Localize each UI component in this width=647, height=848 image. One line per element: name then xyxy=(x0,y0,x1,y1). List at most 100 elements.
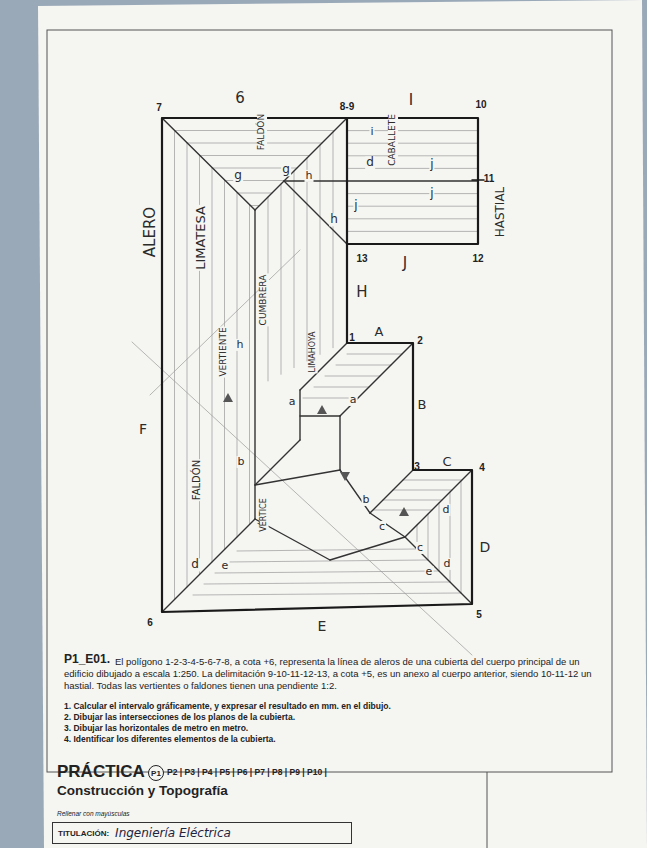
contour-line xyxy=(461,481,462,593)
slope-symbol xyxy=(223,393,233,402)
roof-annotation: d xyxy=(443,558,452,570)
contour-line xyxy=(212,168,213,562)
sheet-title: PRÁCTICA xyxy=(57,763,145,782)
roof-intersection xyxy=(330,537,405,560)
eave-outline xyxy=(347,118,478,244)
contour-line xyxy=(187,143,188,587)
slope-symbol xyxy=(399,507,409,516)
contour-line xyxy=(347,354,402,355)
sheet-text: Rellenar con mayúsculas xyxy=(57,810,130,817)
contour-line xyxy=(307,158,308,361)
contour-line xyxy=(325,376,380,377)
contour-line xyxy=(383,500,442,501)
roof-annotation: VERTIENTE xyxy=(219,326,229,377)
sheet-text: Construcción y Topografía xyxy=(57,784,228,799)
roof-annotation: HASTIAL xyxy=(494,186,507,239)
roof-annotation: h xyxy=(329,213,339,226)
roof-annotation: j xyxy=(429,158,434,171)
contour-line xyxy=(150,250,300,395)
roof-intersection xyxy=(370,470,413,513)
roof-annotation: h xyxy=(236,339,245,351)
vertex-number: 10 xyxy=(475,99,486,110)
vertex-number: 1 xyxy=(349,332,355,343)
vertex-number: 3 xyxy=(414,461,420,472)
roof-annotation: c xyxy=(378,521,386,533)
frame-divider xyxy=(487,772,488,848)
contour-line xyxy=(187,143,322,144)
roof-intersection xyxy=(340,470,370,513)
slope-symbol xyxy=(223,393,409,516)
paper-sheet xyxy=(38,0,647,848)
roof-annotation: FALDÓN xyxy=(191,459,202,501)
practice-marker: P1 xyxy=(148,765,164,781)
contour-line xyxy=(428,514,429,560)
contour-line xyxy=(393,490,452,491)
contour-line xyxy=(249,206,250,525)
sheet-text: 3. Dibujar las horizontales de metro en … xyxy=(64,724,248,733)
roof-intersection xyxy=(300,343,347,390)
sheet-text: 4. Identificar los diferentes elementos … xyxy=(64,735,276,744)
roof-intersection xyxy=(162,118,255,210)
roof-intersection xyxy=(284,181,347,244)
roof-annotation: CABALLETE xyxy=(388,113,398,167)
roof-annotation: LIMAHOYA xyxy=(309,331,318,374)
slope-symbol xyxy=(317,405,327,414)
roof-intersection xyxy=(255,118,347,210)
roof-annotation: b xyxy=(362,494,371,506)
roof-annotation: FALDÓN xyxy=(257,113,267,151)
roof-annotation: j xyxy=(353,199,358,212)
roof-intersection xyxy=(162,118,478,612)
vertex-number: 5 xyxy=(476,609,482,620)
vertex-number: 2 xyxy=(417,335,423,346)
roof-annotation: a xyxy=(288,396,297,408)
contour-line xyxy=(320,145,321,354)
roof-annotation: i xyxy=(369,126,374,138)
vertex-number: 13 xyxy=(356,253,367,264)
field-label: TITULACIÓN: xyxy=(58,829,109,838)
contour-line xyxy=(347,206,478,207)
roof-intersection xyxy=(339,416,340,470)
contour-line xyxy=(347,130,478,131)
contour-line xyxy=(347,231,478,232)
contour-line xyxy=(215,571,439,573)
roof-annotation: C xyxy=(441,455,452,469)
roof-annotation: d xyxy=(442,504,451,516)
roof-annotation: d xyxy=(365,156,375,169)
eave-outline xyxy=(162,118,478,612)
roof-annotation: ALERO xyxy=(142,206,159,258)
contour-line xyxy=(132,131,478,656)
contour-line xyxy=(294,171,295,368)
roof-annotation: J xyxy=(402,255,408,272)
vertex-tick xyxy=(472,180,484,181)
contour-line xyxy=(237,193,238,537)
contour-line xyxy=(237,549,417,551)
sheet-frame xyxy=(47,30,612,772)
roof-intersection xyxy=(340,343,413,416)
roof-annotation: e xyxy=(221,560,230,572)
roof-annotation: LIMATESA xyxy=(194,205,208,271)
roof-annotation: D xyxy=(479,540,492,555)
contour-line xyxy=(281,184,282,374)
contour-line xyxy=(175,130,335,131)
vertex-number: 8-9 xyxy=(340,101,354,112)
roof-annotation: e xyxy=(425,566,434,578)
statement-text: El polígono 1-2-3-4-5-6-7-8, a cota +6, … xyxy=(64,656,604,692)
roof-intersection xyxy=(405,470,472,537)
vertex-number: 6 xyxy=(147,617,153,628)
roof-annotation: g xyxy=(233,169,243,182)
contour-line xyxy=(403,480,462,481)
vertex-number: 12 xyxy=(472,253,483,264)
roof-annotation: g xyxy=(281,163,291,176)
roof-intersection xyxy=(255,470,340,485)
roof-annotation: d xyxy=(190,558,200,571)
contour-line xyxy=(333,132,334,348)
contour-line xyxy=(314,387,369,388)
contour-line xyxy=(174,131,175,600)
contour-line xyxy=(200,155,310,156)
roof-annotation: h xyxy=(305,170,314,182)
contour-line xyxy=(193,593,461,595)
contour-line xyxy=(237,193,272,194)
contour-line xyxy=(226,560,428,562)
vertex-tick xyxy=(472,179,484,181)
roof-intersection xyxy=(299,390,300,440)
